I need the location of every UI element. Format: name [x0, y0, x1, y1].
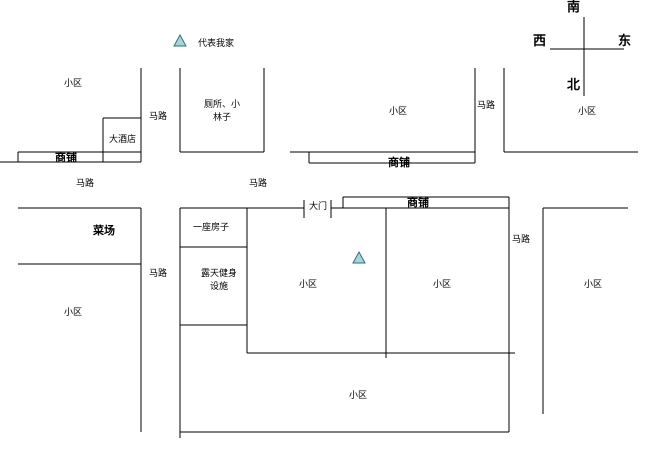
- block-central: [179, 196, 515, 438]
- gate-label: 大门: [309, 202, 328, 212]
- toilet-grove-label: 厕所、小林子: [204, 100, 241, 123]
- hotel-label: 大酒店: [109, 135, 137, 145]
- shops-label-middle: 商铺: [388, 156, 410, 169]
- compass-rose: [550, 17, 624, 96]
- block-top-middle: [290, 68, 476, 164]
- community-left-lower: 小区: [64, 308, 83, 318]
- compass-top-label: 南: [567, 0, 581, 15]
- block-top-left: [0, 68, 142, 163]
- community-bottom: 小区: [349, 391, 368, 401]
- road-label-6: 马路: [149, 269, 168, 279]
- market-label: 菜场: [93, 224, 115, 237]
- block-left-lower: [18, 207, 142, 432]
- road-label-5: 马路: [512, 235, 531, 245]
- community-top-middle: 小区: [389, 107, 408, 117]
- community-top-left: 小区: [64, 79, 83, 89]
- community-center-right: 小区: [433, 280, 452, 290]
- pavilion-label: 一座房子: [193, 223, 230, 233]
- road-label-3: 马路: [249, 179, 268, 189]
- shops-label-left: 商铺: [55, 151, 77, 164]
- fitness-facility-label: 露天健身设施: [200, 269, 237, 292]
- block-right-lower: [542, 207, 628, 414]
- home-marker-icon: [352, 250, 366, 264]
- community-right-lower: 小区: [584, 280, 603, 290]
- block-toilet-grove: [179, 68, 265, 153]
- compass-right-label: 东: [618, 34, 632, 49]
- community-center: 小区: [299, 280, 318, 290]
- shops-label-gate: 商铺: [407, 196, 429, 209]
- compass-left-label: 西: [533, 34, 547, 49]
- home-marker-legend-icon: [173, 33, 187, 47]
- community-top-right: 小区: [578, 107, 597, 117]
- road-label-4: 马路: [477, 101, 496, 111]
- block-top-right: [503, 68, 638, 153]
- road-label-2: 马路: [76, 179, 95, 189]
- legend-label: 代表我家: [198, 39, 235, 49]
- compass-bottom-label: 北: [567, 78, 581, 93]
- road-label-1: 马路: [149, 112, 168, 122]
